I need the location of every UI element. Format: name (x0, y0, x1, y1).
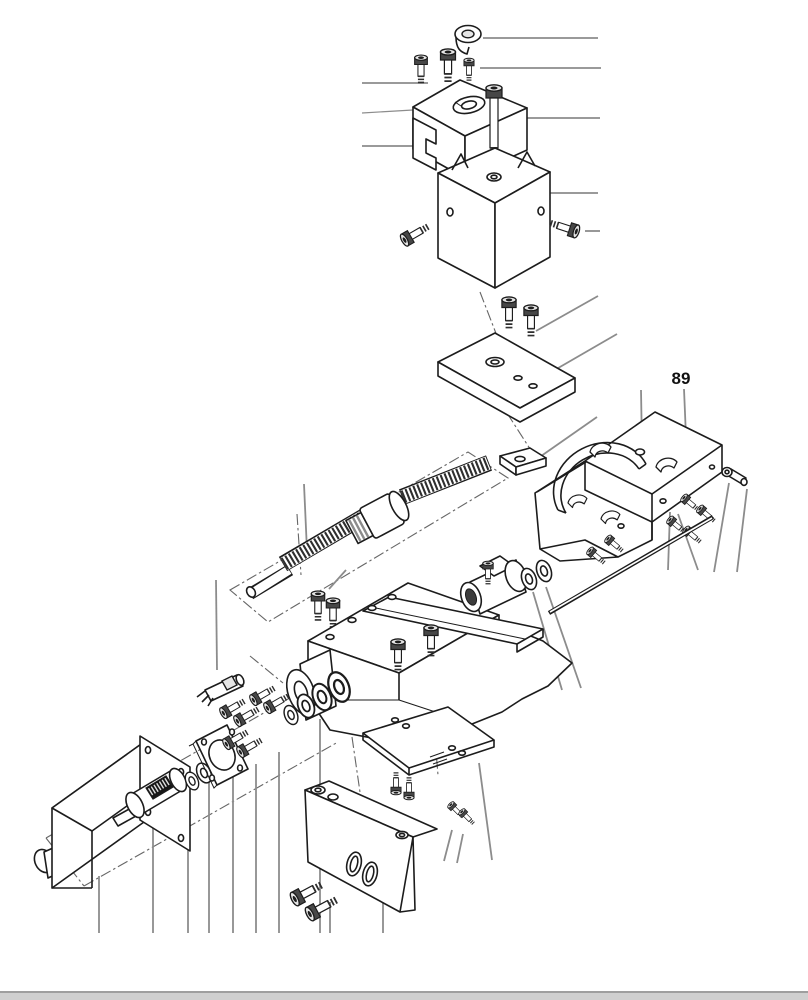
lower-plate-assembly (362, 706, 495, 829)
shaft-coupling (125, 767, 188, 819)
screw-plate-1 (502, 297, 516, 328)
saddle-block-assembly: 89 (534, 369, 748, 615)
main-cube-block (437, 147, 551, 289)
screw-top-middle (441, 49, 456, 82)
clamp-key (499, 447, 547, 476)
lower-plate (362, 706, 495, 776)
retaining-washer (452, 95, 486, 115)
carriage-body (307, 582, 573, 753)
screw-under-plate-1 (391, 772, 401, 795)
mounting-plate (437, 332, 576, 423)
saddle-block (534, 411, 723, 562)
screw-under-plate-2 (404, 777, 414, 800)
stepper-motor (33, 735, 191, 889)
lead-screw-assembly (245, 455, 493, 600)
part-number-89: 89 (672, 369, 691, 388)
dowel-pin (721, 466, 748, 487)
flange-screw-cluster (218, 683, 291, 759)
cap-notch (412, 117, 437, 171)
screw-carriage-left-1 (311, 591, 325, 621)
screw-block-left-side (399, 221, 432, 248)
saddle-arch-outer (552, 441, 647, 511)
mounting-plate-assembly (437, 297, 576, 476)
screw-plate-2 (524, 305, 538, 336)
proximity-sensor (196, 673, 245, 707)
bearing-housing (459, 555, 528, 615)
bottom-block-assembly (289, 780, 438, 922)
top-block-assembly (399, 24, 582, 289)
saddle-arch-inner (560, 452, 640, 514)
bottom-block (304, 780, 438, 913)
screw-block-right-side (549, 217, 582, 239)
screw-bottom-block-2 (304, 893, 340, 922)
page-edge-bar (0, 991, 808, 1000)
lead-screw-nut (345, 490, 410, 545)
screw-top-small (464, 58, 474, 81)
motor-drive-train (33, 667, 355, 889)
screw-lower-right-2 (455, 805, 479, 829)
gib-rod (547, 515, 715, 615)
screw-top-left (415, 55, 428, 83)
shoulder-bushing (454, 24, 482, 55)
